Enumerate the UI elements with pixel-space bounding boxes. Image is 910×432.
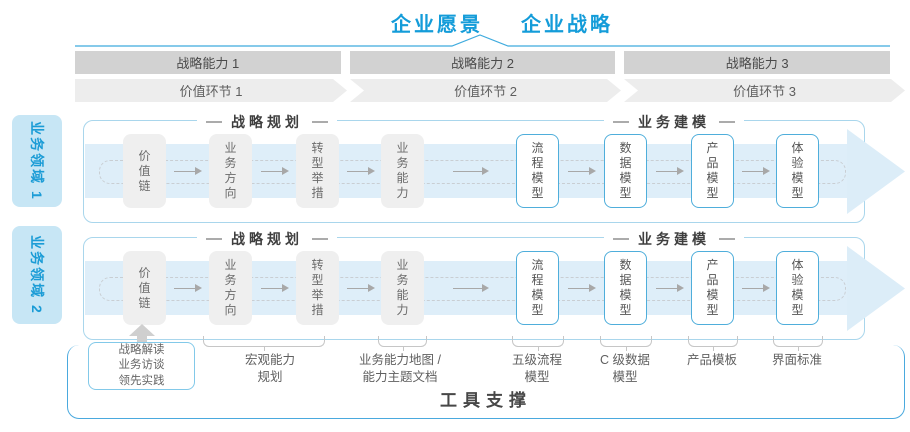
brace-icon: [203, 336, 325, 351]
flow-arrow-icon: [742, 284, 770, 292]
transformation-initiatives-box: 转型举措: [296, 134, 339, 208]
dashed-placeholder-track: [99, 277, 846, 301]
process-model-box: 流程模型: [516, 134, 559, 208]
value-chain-box: 价值链: [123, 251, 166, 325]
flow-arrow-icon: [261, 284, 289, 292]
domain-2-label: 业务领域 2: [12, 226, 62, 324]
brace-icon: [600, 336, 652, 351]
annotation-macro-capability: 宏观能力 规划: [244, 353, 296, 384]
annotation-data-model: C 级数据 模型: [599, 353, 651, 384]
title-dash-icon: [206, 238, 222, 240]
flow-arrow-icon: [174, 284, 202, 292]
dashed-placeholder-track: [99, 160, 846, 184]
annotation-ui-standard: 界面标准: [771, 353, 823, 367]
data-model-box: 数据模型: [604, 134, 647, 208]
experience-model-box: 体验模型: [776, 251, 819, 325]
section-title-business-modeling: 业务建模: [604, 112, 744, 132]
title-dash-icon: [312, 238, 328, 240]
flow-arrow-icon: [568, 284, 596, 292]
section-title-strategic-planning: 战略规划: [197, 112, 337, 132]
capability-bar-row: 战略能力 1 战略能力 2 战略能力 3: [75, 51, 891, 74]
flow-arrow-icon: [656, 284, 684, 292]
flow-arrow-icon: [568, 167, 596, 175]
transformation-initiatives-box: 转型举措: [296, 251, 339, 325]
up-arrow-icon: [129, 324, 155, 336]
value-link-1-chevron: 价值环节 1: [75, 79, 347, 102]
capability-3-bar: 战略能力 3: [624, 51, 891, 74]
value-chain-box: 价值链: [123, 134, 166, 208]
value-link-2-chevron: 价值环节 2: [350, 79, 621, 102]
business-direction-box: 业务方向: [209, 134, 252, 208]
business-capability-box: 业务能力: [381, 134, 424, 208]
value-link-3-chevron: 价值环节 3: [624, 79, 905, 102]
header-titles: 企业愿景 企业战略: [391, 8, 613, 37]
title-dash-icon: [206, 121, 222, 123]
flow-band-arrowhead-icon: [847, 129, 905, 214]
section-title-business-modeling: 业务建模: [604, 229, 744, 249]
flow-arrow-icon: [656, 167, 684, 175]
flow-arrow-icon: [174, 167, 202, 175]
title-dash-icon: [613, 238, 629, 240]
domain-1-label: 业务领域 1: [12, 115, 62, 207]
domain-1-panel: 战略规划 业务建模 价值链 业务方向 转型举措 业务能力 流程模型 数据模型 产…: [83, 112, 905, 223]
title-dash-icon: [719, 121, 735, 123]
brace-icon: [688, 336, 738, 351]
annotation-product-template: 产品模板: [686, 353, 738, 367]
product-model-box: 产品模型: [691, 251, 734, 325]
brace-icon: [512, 336, 564, 351]
flow-arrow-icon: [453, 284, 489, 292]
tools-support-title: 工具支撑: [440, 391, 532, 410]
domain-2-panel: 战略规划 业务建模 价值链 业务方向 转型举措 业务能力 流程模型 数据模型 产…: [83, 229, 905, 340]
business-direction-box: 业务方向: [209, 251, 252, 325]
flow-arrow-icon: [453, 167, 489, 175]
flow-band-arrowhead-icon: [847, 246, 905, 331]
capability-1-bar: 战略能力 1: [75, 51, 341, 74]
flow-arrow-icon: [347, 284, 375, 292]
annotation-capability-map: 业务能力地图 / 能力主题文档: [359, 353, 441, 384]
title-dash-icon: [719, 238, 735, 240]
practice-inputs-box: 战略解读 业务访谈 领先实践: [88, 342, 195, 390]
title-dash-icon: [312, 121, 328, 123]
tools-support-container: 工具支撑: [67, 345, 905, 419]
brace-icon: [378, 336, 427, 351]
experience-model-box: 体验模型: [776, 134, 819, 208]
annotation-process-model: 五级流程 模型: [511, 353, 563, 384]
data-model-box: 数据模型: [604, 251, 647, 325]
business-capability-box: 业务能力: [381, 251, 424, 325]
flow-arrow-icon: [742, 167, 770, 175]
flow-arrow-icon: [261, 167, 289, 175]
section-title-strategic-planning: 战略规划: [197, 229, 337, 249]
peak-line: [75, 34, 890, 47]
title-dash-icon: [613, 121, 629, 123]
process-model-box: 流程模型: [516, 251, 559, 325]
strategy-title: 企业战略: [521, 14, 613, 36]
vision-title: 企业愿景: [391, 14, 483, 36]
product-model-box: 产品模型: [691, 134, 734, 208]
brace-icon: [773, 336, 823, 351]
capability-2-bar: 战略能力 2: [349, 51, 616, 74]
up-arrow-stem: [137, 336, 147, 344]
flow-arrow-icon: [347, 167, 375, 175]
